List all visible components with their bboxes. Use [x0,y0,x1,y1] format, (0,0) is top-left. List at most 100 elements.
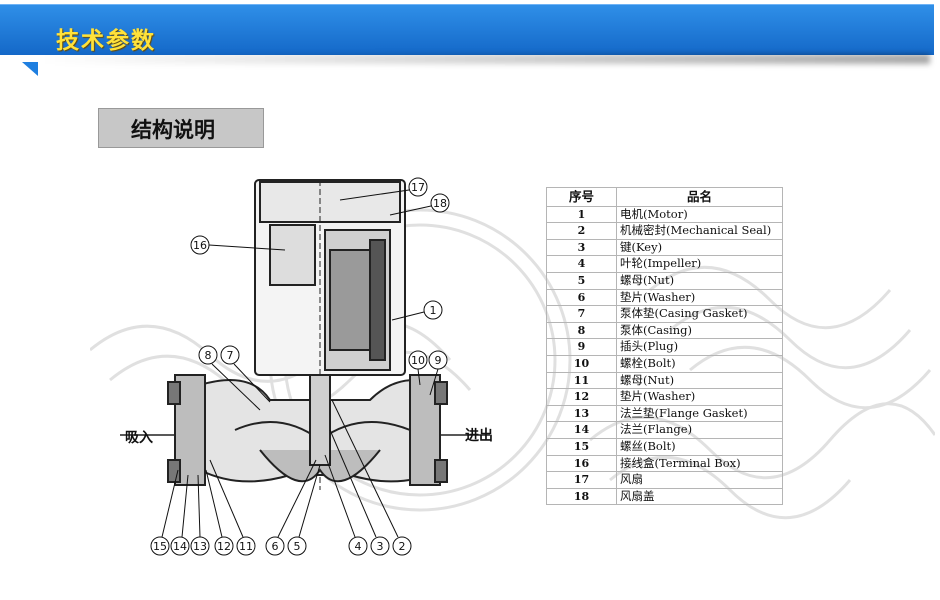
svg-text:1: 1 [430,304,437,317]
callout-7: 7 [220,345,271,403]
part-number: 14 [546,421,617,439]
part-number: 13 [546,404,617,423]
part-number: 4 [546,255,617,273]
part-name: 电机(Motor) [616,205,783,224]
part-number: 15 [546,437,617,456]
callout-11: 11 [209,459,256,556]
outlet-label: 进出 [465,427,493,444]
part-name: 风扇盖 [616,487,783,506]
terminal-box [269,224,316,286]
callout-5: 5 [287,464,321,556]
svg-text:4: 4 [355,540,362,553]
part-name: 键(Key) [616,238,783,257]
callout-6: 6 [265,459,317,556]
part-number: 16 [546,454,617,473]
svg-text:7: 7 [227,349,234,362]
part-name: 垫片(Washer) [616,388,783,406]
svg-text:8: 8 [205,349,212,362]
svg-text:13: 13 [193,540,207,553]
part-number: 7 [546,305,617,323]
svg-text:6: 6 [272,540,279,553]
svg-text:15: 15 [153,540,167,553]
callout-18: 18 [389,193,450,216]
part-name: 法兰(Flange) [616,421,783,439]
callout-3: 3 [329,429,390,556]
part-number: 2 [546,222,617,240]
part-name: 螺丝(Bolt) [616,437,783,456]
part-number: 5 [546,271,617,290]
part-name: 接线盒(Terminal Box) [616,454,783,473]
part-number: 3 [546,238,617,257]
callout-9: 9 [428,350,448,396]
callout-15: 15 [150,469,179,556]
callout-13: 13 [190,474,210,556]
part-name: 螺母(Nut) [616,371,783,390]
pump-structure-diagram: 吸入 进出 17 18 16 1 8 7 10 9 15 14 13 12 11… [120,177,493,556]
callout-10: 10 [408,350,428,386]
part-name: 垫片(Washer) [616,288,783,307]
header-title: 技术参数 [56,28,156,54]
svg-text:10: 10 [411,354,425,367]
svg-text:2: 2 [399,540,406,553]
header-name: 品名 [616,187,783,207]
part-name: 机械密封(Mechanical Seal) [616,222,783,240]
part-name: 法兰垫(Flange Gasket) [616,404,783,423]
callout-14: 14 [170,474,190,556]
part-name: 泵体(Casing) [616,321,783,340]
part-name: 螺母(Nut) [616,271,783,290]
callout-1: 1 [391,300,443,321]
svg-text:14: 14 [173,540,187,553]
svg-text:11: 11 [239,540,253,553]
part-number: 17 [546,471,617,489]
corner-arrow-icon [22,62,38,76]
callout-4: 4 [324,454,368,556]
svg-text:9: 9 [435,354,442,367]
part-number: 6 [546,288,617,307]
svg-text:16: 16 [193,239,207,252]
callout-17: 17 [339,177,428,201]
header-number: 序号 [546,187,617,207]
callout-12: 12 [205,469,234,556]
svg-text:12: 12 [217,540,231,553]
part-name: 插头(Plug) [616,338,783,356]
part-number: 9 [546,338,617,356]
part-number: 8 [546,321,617,340]
banner-shadow [40,54,930,64]
section-title-box: 结构说明 [98,108,264,148]
svg-text:3: 3 [377,540,384,553]
part-name: 螺栓(Bolt) [616,354,783,373]
part-number: 1 [546,205,617,224]
part-number: 12 [546,388,617,406]
inlet-label: 吸入 [125,430,153,446]
part-name: 泵体垫(Casing Gasket) [616,305,783,323]
svg-text:5: 5 [294,540,301,553]
callout-16: 16 [190,235,286,255]
part-number: 10 [546,354,617,373]
table-header-row: 序号 品名 [546,187,783,207]
svg-text:17: 17 [411,181,425,194]
svg-text:18: 18 [433,197,447,210]
callout-2: 2 [331,399,412,556]
part-number: 18 [546,487,617,506]
section-title: 结构说明 [131,118,215,142]
part-number: 11 [546,371,617,390]
